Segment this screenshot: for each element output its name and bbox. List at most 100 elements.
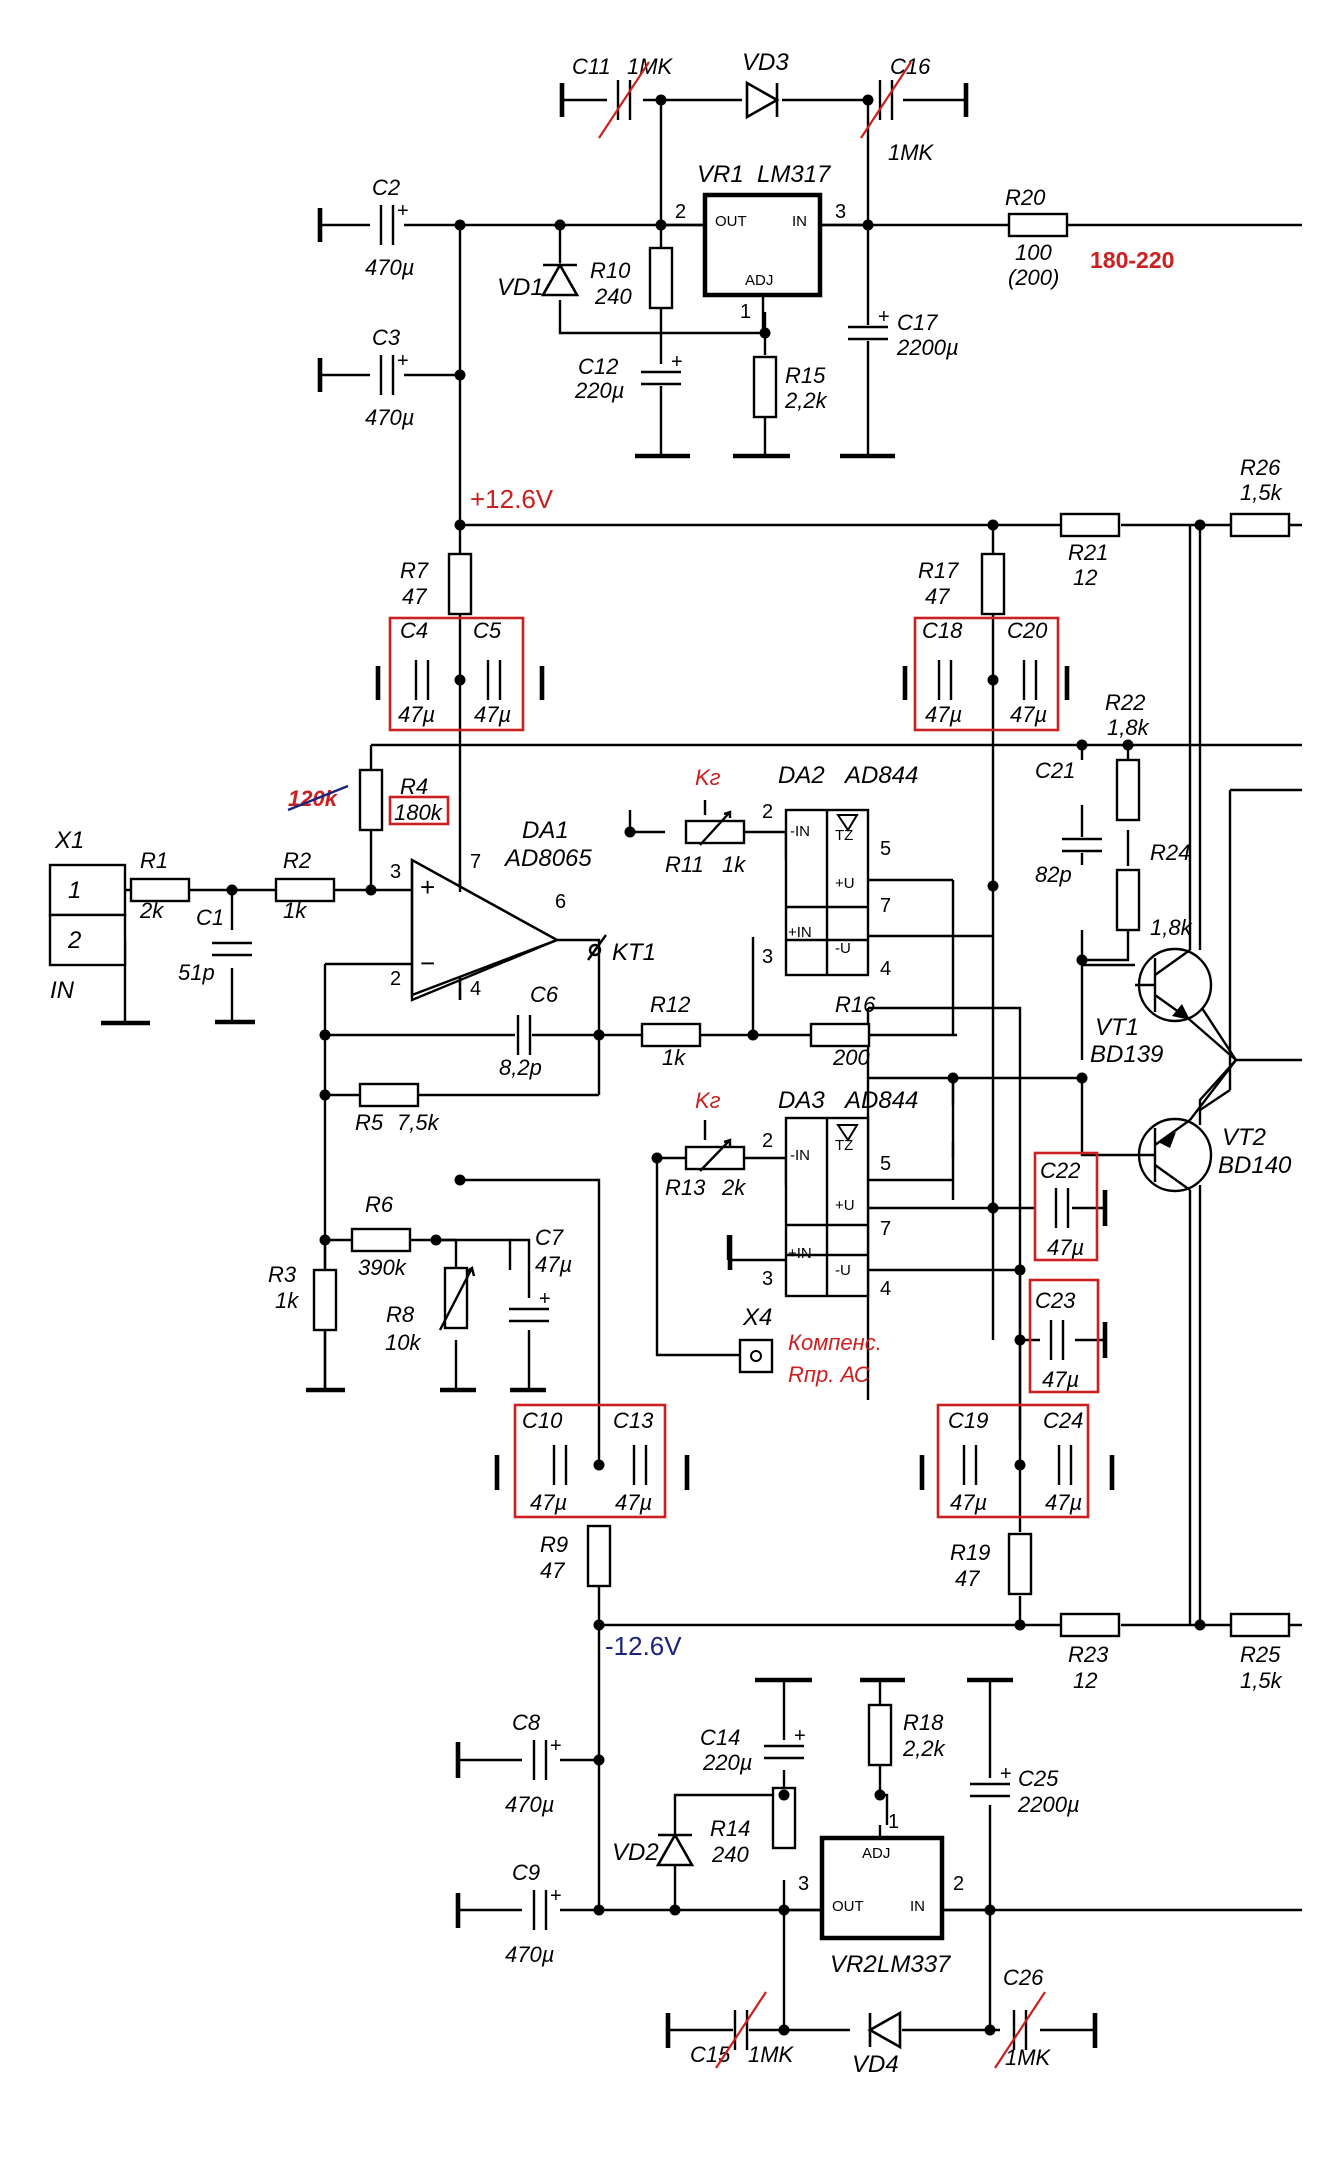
r18-ref: R18 [903, 1710, 944, 1735]
vr2-part: LM337 [877, 1951, 952, 1978]
c23-ref: C23 [1035, 1288, 1076, 1313]
da1-pin-vpos: 7 [470, 851, 481, 873]
c1-value: 51p [178, 960, 215, 985]
wires [123, 98, 1302, 2032]
da3-pin5: 5 [880, 1153, 891, 1175]
strike-mark [715, 1991, 767, 2069]
capacitor-c24: C24 47µ [1043, 1408, 1083, 1515]
vr2-in-label: IN [910, 1898, 925, 1915]
junction-dot [454, 219, 466, 231]
da3-inpos: +IN [788, 1245, 812, 1262]
junction-dot [1194, 1619, 1206, 1631]
c24-ref: C24 [1043, 1408, 1083, 1433]
c3-plus-mark: + [397, 350, 409, 372]
r20-alt-value: (200) [1008, 265, 1059, 290]
junction-dot [319, 1234, 331, 1246]
transistor-vt2: VT2 BD140 [1135, 1117, 1292, 1193]
capacitor-c6: C68,2p [499, 982, 559, 1080]
c20-ref: C20 [1007, 618, 1048, 643]
buffer-da3: -IN +IN TZ +U -U 2 3 5 7 4 DA3 AD844 Kг [695, 1087, 918, 1300]
junction-dot [987, 880, 999, 892]
c18-value: 47µ [925, 702, 962, 727]
c24-value: 47µ [1045, 1490, 1082, 1515]
c20-value: 47µ [1010, 702, 1047, 727]
c26-ref: C26 [1003, 1965, 1044, 1990]
vr1-out-label: OUT [715, 213, 747, 230]
vr1-pin-in: 3 [835, 201, 846, 223]
neg-rail-label: -12.6V [605, 1631, 682, 1661]
c16-ref: C16 [890, 54, 931, 79]
r11-value: 1k [722, 852, 746, 877]
annotation-boxes [388, 616, 1100, 1519]
c15-value: 1MK [748, 2042, 795, 2067]
c3-ref: C3 [372, 325, 401, 350]
da3-vneg: -U [835, 1262, 851, 1279]
da3-vpos: +U [835, 1197, 855, 1214]
strike-mark [994, 1991, 1046, 2069]
capacitor-c18: C18 47µ [922, 618, 963, 727]
buffer-da2: -IN +IN TZ +U -U 2 3 5 7 4 DA2 AD844 Kг [695, 762, 918, 980]
junction-dot [1122, 739, 1134, 751]
junction-dot [862, 219, 874, 231]
r8-ref: R8 [386, 1302, 415, 1327]
junction-dot [593, 1619, 605, 1631]
r16-value: 200 [832, 1045, 870, 1070]
r22-value: 1,8k [1107, 715, 1150, 740]
x4-ref: X4 [742, 1304, 772, 1331]
r4-ref: R4 [400, 774, 428, 799]
da3-pin2: 2 [762, 1130, 773, 1152]
r13-ref: R13 [665, 1175, 706, 1200]
da1-minus-sign: − [420, 948, 435, 978]
r20-alt-value-text: (200) [1008, 265, 1059, 290]
junction-dot [319, 1089, 331, 1101]
vd2-label: VD2 [612, 1839, 659, 1866]
c14-ref: C14 [700, 1725, 740, 1750]
diode-vd1: VD1 [497, 262, 580, 301]
c13-ref: C13 [613, 1408, 654, 1433]
r15-value: 2,2k [784, 388, 828, 413]
da2-part: AD844 [843, 762, 918, 789]
c21-ref: C21 [1035, 758, 1075, 783]
resistor-r16: R16 200 [809, 992, 876, 1070]
da3-ref: DA3 [778, 1087, 825, 1114]
da3-kg: Kг [695, 1088, 721, 1113]
da3-part: AD844 [843, 1087, 918, 1114]
connector-x1: X1 1 2 IN [48, 827, 127, 1004]
diode-vd4: VD4 [852, 2010, 902, 2078]
junction-dot [778, 2024, 790, 2036]
da2-pin4: 4 [880, 958, 891, 980]
r16-ref: R16 [835, 992, 876, 1017]
r8-value: 10k [385, 1330, 421, 1355]
r2-value: 1k [283, 898, 307, 923]
junction-dot [454, 519, 466, 531]
da3-pin7: 7 [880, 1218, 891, 1240]
c11-value: 1MK [627, 54, 674, 79]
x4-note-1: Компенс. [788, 1330, 882, 1355]
junction-dot [874, 1789, 886, 1801]
junction-dot [430, 1234, 442, 1246]
junction-dot [651, 1152, 663, 1164]
da2-pin3: 3 [762, 946, 773, 968]
c18-ref: C18 [922, 618, 963, 643]
junction-dot [319, 1029, 331, 1041]
r17-value: 47 [925, 584, 950, 609]
c12-ref: C12 [578, 354, 618, 379]
